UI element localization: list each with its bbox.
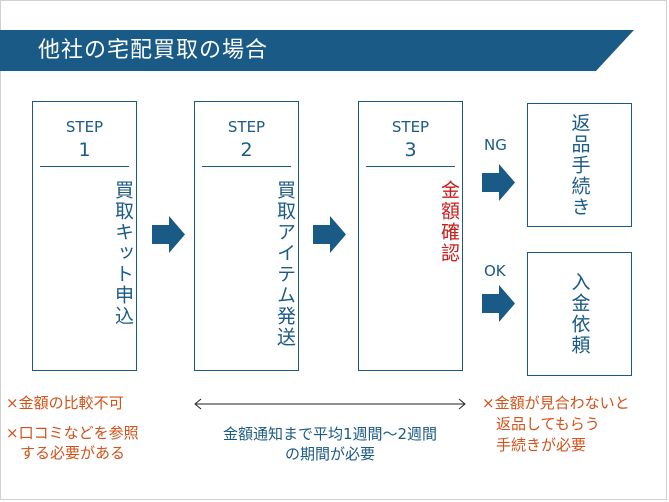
right-arrow-icon: [313, 216, 346, 253]
step-label: STEP: [391, 118, 430, 136]
note-right-3: 手続きが必要: [496, 436, 587, 454]
right-arrow-icon: [152, 216, 185, 253]
double-arrow-icon: [194, 398, 466, 410]
step-box-3: STEP 3 金額確認: [358, 101, 463, 371]
step-divider: [366, 166, 455, 167]
title-banner: [0, 30, 634, 71]
note-middle-2: の期間が必要: [284, 445, 375, 463]
note-right-1: ×金額が見合わないと: [482, 394, 630, 412]
note-right-2: 返品してもらう: [496, 415, 600, 433]
ok-label: OK: [484, 262, 506, 280]
note-left-2a: ×口コミなどを参照: [6, 424, 139, 442]
step-label: STEP: [227, 118, 266, 136]
ok-result-box: 入金依頼: [527, 252, 632, 376]
step-divider: [40, 166, 129, 167]
step-box-1: STEP 1 買取キット申込: [32, 101, 137, 371]
page-title: 他社の宅配買取の場合: [38, 38, 269, 63]
step-text: 買取キット申込: [112, 180, 134, 327]
step-number: 2: [240, 139, 253, 161]
step-text-highlight: 金額確認: [438, 180, 460, 264]
step-text: 買取アイテム発送: [274, 180, 296, 348]
note-left-1: ×金額の比較不可: [6, 394, 124, 412]
note-left-2b: する必要がある: [20, 444, 126, 462]
step-number: 1: [78, 139, 91, 161]
step-label: STEP: [65, 118, 104, 136]
ok-result-text: 入金依頼: [568, 272, 591, 356]
step-box-2: STEP 2 買取アイテム発送: [194, 101, 299, 371]
right-arrow-icon: [482, 164, 515, 201]
ng-result-box: 返品手続き: [527, 103, 632, 227]
step-number: 3: [404, 139, 417, 161]
note-middle-1: 金額通知まで平均1週間〜2週間: [222, 425, 438, 443]
step-divider: [202, 166, 291, 167]
right-arrow-icon: [482, 285, 515, 322]
ng-label: NG: [484, 136, 507, 154]
ng-result-text: 返品手続き: [568, 112, 591, 218]
